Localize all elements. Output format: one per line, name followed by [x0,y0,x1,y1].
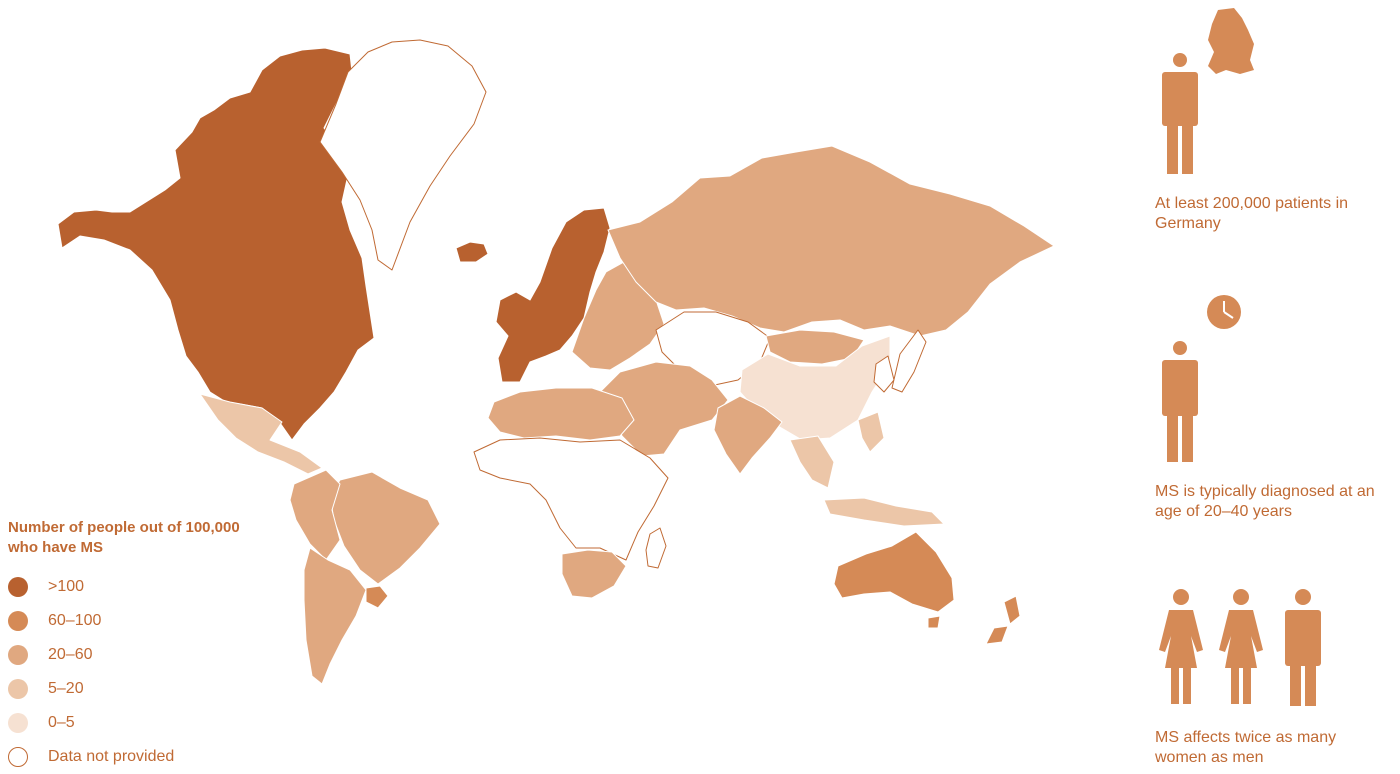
legend-title: Number of people out of 100,000 who have… [8,519,240,556]
legend-item-gt100: >100 [8,570,248,604]
legend-item-5-20: 5–20 [8,672,248,706]
region-andean [289,469,341,561]
person-with-clock-icon [1162,295,1241,462]
legend-item-20-60: 20–60 [8,638,248,672]
region-north-africa [487,387,635,441]
legend-label: 20–60 [48,646,93,663]
two-women-one-man-icon [1159,589,1321,706]
legend-label: 0–5 [48,714,75,731]
man-icon [1285,589,1321,706]
fact-women-men-ratio: MS affects twice as many women as men [1155,729,1337,766]
woman-icon [1159,589,1203,704]
person-icon [1162,53,1198,174]
region-japan-korea [873,329,927,393]
legend-label: >100 [48,578,85,595]
legend-label: 5–20 [48,680,84,697]
region-mexico-central-america [199,393,323,475]
person-icon [1162,341,1198,462]
region-brazil [329,471,441,585]
fact-diagnosis-age: MS is typically diagnosed at an age of 2… [1155,483,1375,520]
legend-item-no-data: Data not provided [8,740,248,774]
region-north-america [57,47,375,441]
region-australia [833,531,955,629]
legend-swatch [8,577,28,597]
region-argentina-chile [303,547,367,685]
region-sub-saharan-africa [473,437,669,561]
germany-map-icon [1208,8,1254,74]
region-russia [607,145,1055,337]
legend: Number of people out of 100,000 who have… [8,518,248,774]
region-southeast-asia [789,411,945,527]
region-madagascar [645,527,667,569]
woman-icon [1219,589,1263,704]
region-southern-africa [561,549,627,599]
legend-item-0-5: 0–5 [8,706,248,740]
legend-label: 60–100 [48,612,102,629]
legend-swatch [8,611,28,631]
region-western-europe [495,207,611,383]
legend-swatch [8,747,28,767]
legend-label: Data not provided [48,748,175,765]
legend-swatch [8,679,28,699]
clock-icon [1207,295,1241,329]
region-greenland [319,39,487,271]
legend-swatch [8,645,28,665]
region-iceland [455,241,489,263]
region-new-zealand [985,595,1021,645]
person-with-germany-map-icon [1162,8,1254,174]
region-eastern-europe [571,261,665,371]
region-uruguay [365,585,389,609]
region-india [713,395,783,475]
fact-germany-patients: At least 200,000 patients in Germany [1155,195,1349,232]
legend-item-60-100: 60–100 [8,604,248,638]
legend-swatch [8,713,28,733]
